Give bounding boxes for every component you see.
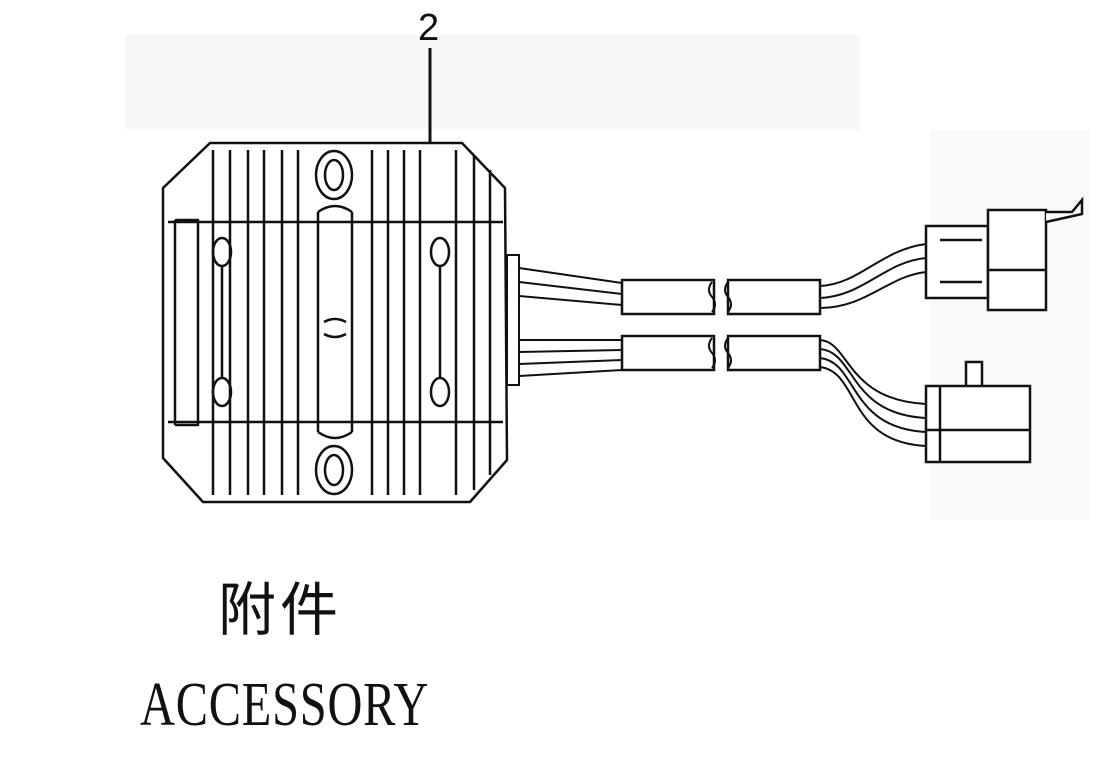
wire-harness [506,243,927,447]
background-wash [125,35,860,130]
callout-number: 2 [418,8,440,46]
upper-connector [924,196,1084,312]
regulator-body [161,141,509,504]
caption-chinese: 附件 [218,576,343,644]
caption-english: ACCESSORY [140,671,430,739]
lower-connector [924,360,1032,464]
